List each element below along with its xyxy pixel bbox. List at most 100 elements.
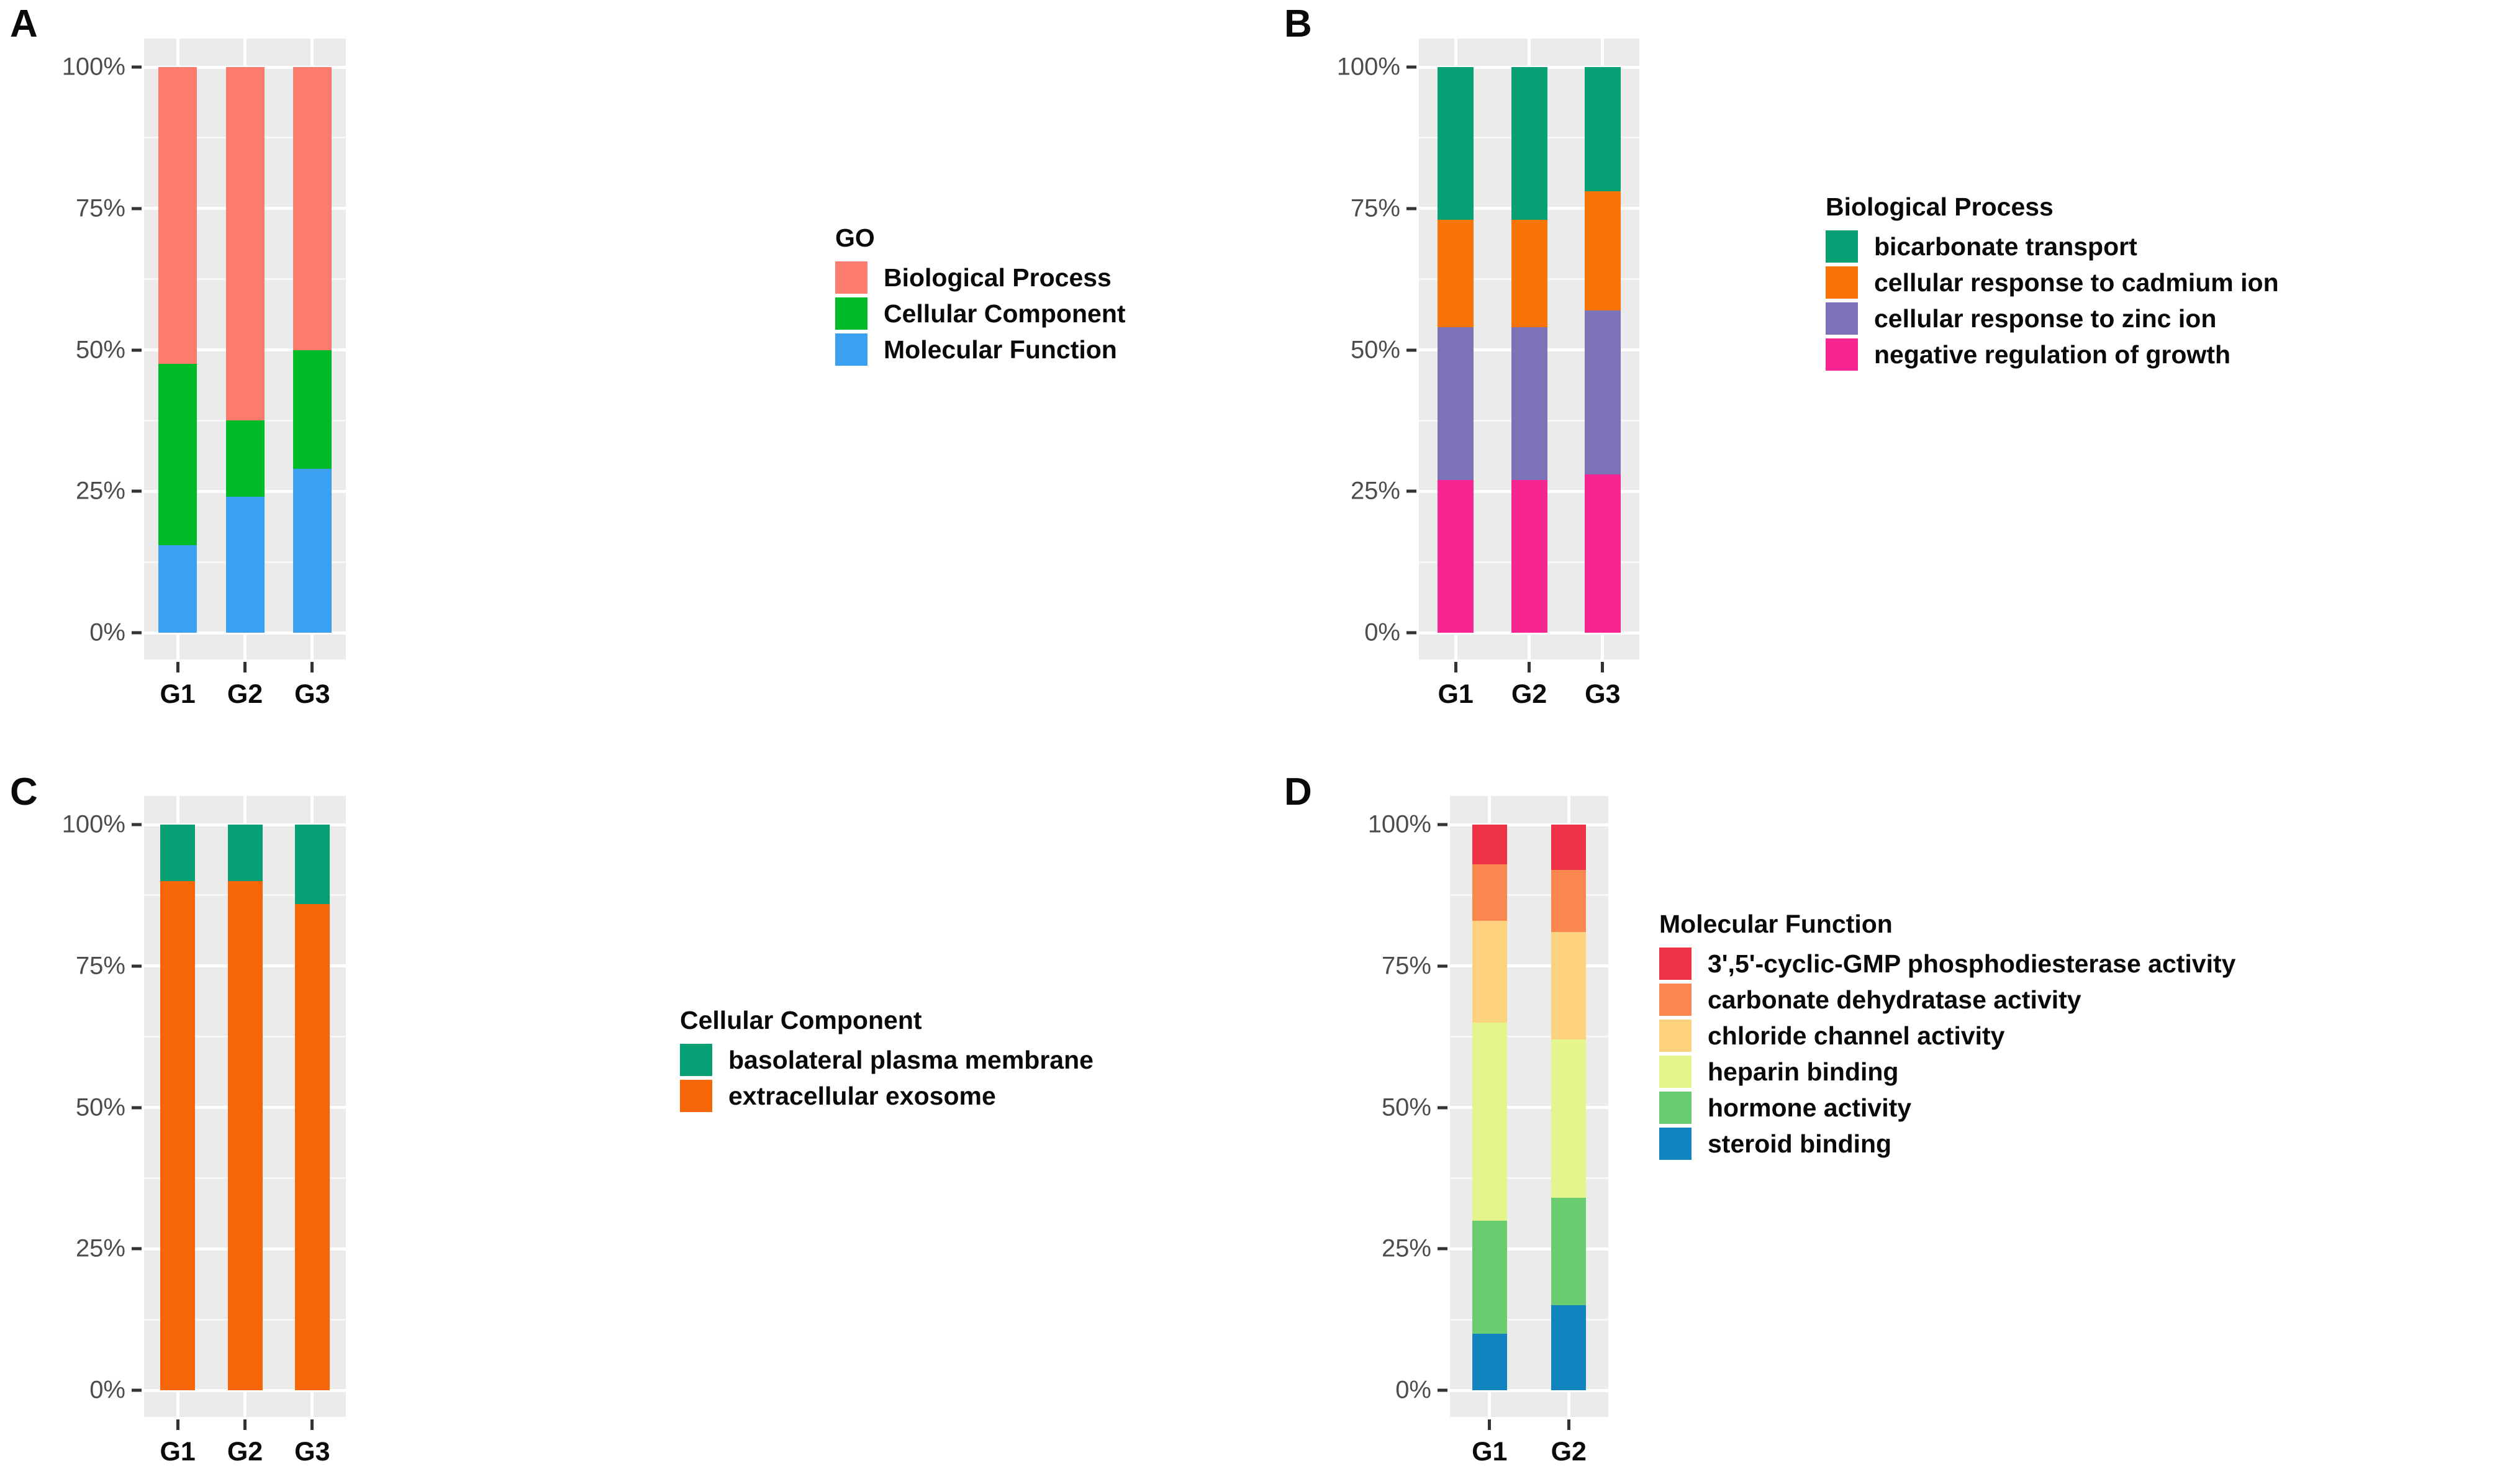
legend-item-label: negative regulation of growth xyxy=(1874,340,2231,369)
legend-item[interactable]: steroid binding xyxy=(1659,1128,2235,1160)
legend-item[interactable]: 3',5'-cyclic-GMP phosphodiesterase activ… xyxy=(1659,948,2235,980)
y-axis-tick-mark xyxy=(132,1106,142,1109)
y-axis-tick-label: 50% xyxy=(75,336,125,363)
legend-item[interactable]: Molecular Function xyxy=(835,333,1126,366)
legend-item-label: basolateral plasma membrane xyxy=(728,1045,1094,1074)
legend-title: GO xyxy=(835,224,875,252)
panel-letter-d: D xyxy=(1284,771,1312,813)
bar-segment[interactable] xyxy=(1584,191,1621,310)
legend-item[interactable]: extracellular exosome xyxy=(680,1080,1094,1112)
bar-segment[interactable] xyxy=(1584,474,1621,633)
bar-segment[interactable] xyxy=(1472,1022,1507,1221)
y-axis-tick-mark xyxy=(1406,631,1416,635)
y-axis-tick-label: 50% xyxy=(1350,336,1400,363)
y-axis-tick-label: 75% xyxy=(1381,952,1431,980)
y-axis-tick-label: 0% xyxy=(1364,618,1400,646)
y-axis-tick-label: 50% xyxy=(1381,1093,1431,1121)
y-axis-tick-mark xyxy=(132,65,142,69)
legend-item-label: cellular response to cadmium ion xyxy=(1874,268,2279,297)
stacked-bar[interactable] xyxy=(292,67,332,633)
bar-segment[interactable] xyxy=(1438,327,1474,481)
stacked-bar[interactable] xyxy=(227,825,263,1390)
stacked-bar[interactable] xyxy=(294,825,330,1390)
x-axis-tick-label: G3 xyxy=(1585,679,1621,709)
legend-item[interactable]: negative regulation of growth xyxy=(1826,338,2279,371)
bar-segment[interactable] xyxy=(292,67,332,350)
stacked-bar[interactable] xyxy=(158,67,197,633)
legend-item-label: steroid binding xyxy=(1708,1129,1892,1158)
bar-segment[interactable] xyxy=(1551,869,1587,933)
bar-segment[interactable] xyxy=(1472,1220,1507,1334)
bar-segment[interactable] xyxy=(1472,1333,1507,1390)
x-axis-tick-label: G1 xyxy=(160,679,196,709)
stacked-bar[interactable] xyxy=(160,825,196,1390)
bar-segment[interactable] xyxy=(1511,219,1547,328)
bar-segment[interactable] xyxy=(1438,67,1474,220)
bar-segment[interactable] xyxy=(1511,67,1547,220)
legend-item[interactable]: chloride channel activity xyxy=(1659,1020,2235,1052)
bar-segment[interactable] xyxy=(1438,480,1474,633)
y-axis-tick-mark xyxy=(132,823,142,826)
legend-item[interactable]: cellular response to zinc ion xyxy=(1826,302,2279,335)
x-axis-tick-mark xyxy=(176,1419,179,1430)
bar-segment[interactable] xyxy=(158,545,197,633)
x-axis-tick-label: G1 xyxy=(1438,679,1474,709)
bar-segment[interactable] xyxy=(1438,219,1474,328)
stacked-bar[interactable] xyxy=(1438,67,1474,633)
legend-item-label: extracellular exosome xyxy=(728,1081,996,1110)
bar-segment[interactable] xyxy=(227,881,263,1390)
bar-segment[interactable] xyxy=(292,350,332,469)
legend-item[interactable]: carbonate dehydratase activity xyxy=(1659,984,2235,1016)
legend-item[interactable]: basolateral plasma membrane xyxy=(680,1044,1094,1076)
legend-item[interactable]: Cellular Component xyxy=(835,297,1126,330)
y-axis-tick-mark xyxy=(132,207,142,210)
bar-segment[interactable] xyxy=(1511,480,1547,633)
legend-b: Biological Process bicarbonate transport… xyxy=(1826,192,2279,374)
legend-item[interactable]: cellular response to cadmium ion xyxy=(1826,266,2279,299)
stacked-bar[interactable] xyxy=(225,67,265,633)
x-axis-tick-label: G2 xyxy=(1551,1437,1587,1467)
bar-segment[interactable] xyxy=(1584,67,1621,192)
stacked-bar[interactable] xyxy=(1511,67,1547,633)
panel-letter-c: C xyxy=(10,771,38,813)
bar-segment[interactable] xyxy=(225,67,265,421)
legend-item[interactable]: Biological Process xyxy=(835,261,1126,294)
y-axis-tick-label: 75% xyxy=(1350,194,1400,222)
stacked-bar[interactable] xyxy=(1584,67,1621,633)
bar-segment[interactable] xyxy=(1551,1305,1587,1390)
stacked-bar[interactable] xyxy=(1472,825,1507,1390)
legend-color-swatch xyxy=(835,297,867,330)
bar-segment[interactable] xyxy=(158,364,197,545)
bar-segment[interactable] xyxy=(1472,825,1507,864)
x-axis-tick-label: G1 xyxy=(1472,1437,1508,1467)
bar-segment[interactable] xyxy=(1472,920,1507,1023)
bar-segment[interactable] xyxy=(1584,310,1621,474)
bar-segment[interactable] xyxy=(227,825,263,882)
y-axis-tick-mark xyxy=(1438,1106,1447,1109)
legend-color-swatch xyxy=(835,333,867,366)
legend-color-swatch xyxy=(680,1044,712,1076)
legend-item[interactable]: bicarbonate transport xyxy=(1826,230,2279,263)
stacked-bar[interactable] xyxy=(1551,825,1587,1390)
bar-segment[interactable] xyxy=(1551,825,1587,870)
x-axis-tick-mark xyxy=(1528,662,1531,672)
y-axis-tick-mark xyxy=(132,964,142,968)
bar-segment[interactable] xyxy=(292,468,332,633)
bar-segment[interactable] xyxy=(1551,1198,1587,1306)
legend-item[interactable]: hormone activity xyxy=(1659,1092,2235,1124)
legend-item[interactable]: heparin binding xyxy=(1659,1056,2235,1088)
y-axis-tick-label: 25% xyxy=(75,1234,125,1262)
bar-segment[interactable] xyxy=(160,881,196,1390)
bar-segment[interactable] xyxy=(1511,327,1547,481)
bar-segment[interactable] xyxy=(294,825,330,904)
bar-segment[interactable] xyxy=(294,903,330,1390)
bar-segment[interactable] xyxy=(160,825,196,882)
bar-segment[interactable] xyxy=(225,420,265,497)
bar-segment[interactable] xyxy=(1551,1039,1587,1198)
bar-segment[interactable] xyxy=(1551,932,1587,1040)
gridline-major xyxy=(1450,964,1608,968)
bar-segment[interactable] xyxy=(158,67,197,364)
bar-segment[interactable] xyxy=(225,497,265,633)
bar-segment[interactable] xyxy=(1472,864,1507,921)
